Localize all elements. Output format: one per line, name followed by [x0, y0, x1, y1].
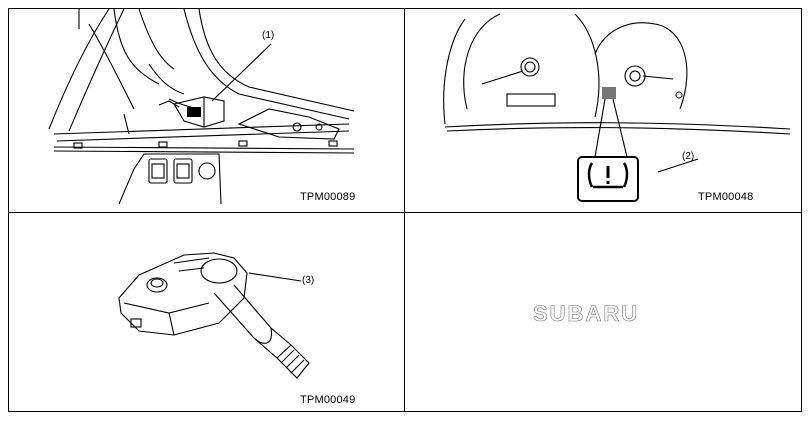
tpms-indicator-lamp	[602, 87, 616, 99]
panel-receiver-location: (1) TPM00089	[9, 8, 404, 212]
tpms-valve-sensor-icon	[118, 252, 310, 379]
vertical-divider	[404, 8, 405, 412]
figure-frame	[8, 8, 802, 412]
valve-sensor-illustration	[118, 252, 310, 379]
tpms-warning-light-icon	[577, 156, 639, 202]
tpms-receiver-icon	[187, 107, 201, 117]
panel-instrument-cluster: (2) TPM00048	[405, 9, 801, 212]
panel-valve-sensor: (3) TPM00049	[9, 213, 404, 411]
callout-valve-sensor: (3)	[302, 275, 315, 286]
figure-caption: TPM00048	[698, 191, 754, 203]
panel-logo: SUBARU	[405, 213, 801, 411]
subaru-logo-watermark: SUBARU	[533, 301, 640, 327]
figure-caption: TPM00089	[300, 191, 356, 203]
callout-warning-light: (2)	[682, 151, 695, 162]
receiver-location-illustration	[48, 8, 355, 205]
callout-receiver: (1)	[262, 30, 275, 41]
instrument-cluster-illustration	[443, 13, 791, 202]
figure-caption: TPM00049	[300, 394, 356, 406]
horizontal-divider	[8, 212, 802, 213]
